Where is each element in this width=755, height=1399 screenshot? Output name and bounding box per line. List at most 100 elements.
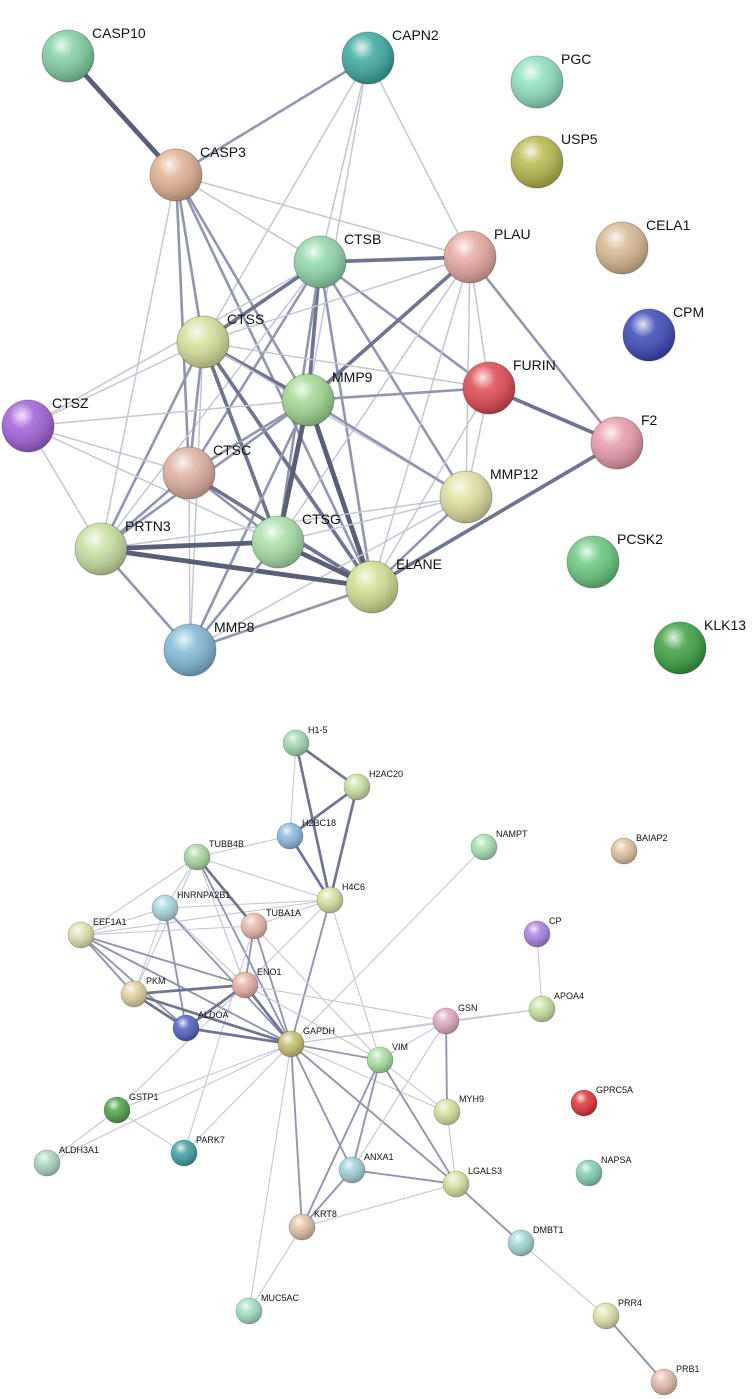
node-gloss xyxy=(163,447,215,499)
node-pgc[interactable]: PGC xyxy=(510,51,591,109)
node-cpm[interactable]: CPM xyxy=(622,304,704,362)
edge-h2bc18-tubb4b xyxy=(196,835,291,858)
node-gprc5a[interactable]: GPRC5A xyxy=(570,1085,633,1117)
node-lgals3[interactable]: LGALS3 xyxy=(442,1166,502,1198)
node-tuba1a[interactable]: TUBA1A xyxy=(240,908,301,940)
edge-ctss-prtn3 xyxy=(99,340,205,551)
node-gsn[interactable]: GSN xyxy=(432,1003,478,1035)
node-capn2[interactable]: CAPN2 xyxy=(341,27,439,85)
node-label: GSTP1 xyxy=(129,1092,159,1102)
node-label: H2AC20 xyxy=(369,769,403,779)
node-anxa1[interactable]: ANXA1 xyxy=(338,1152,394,1184)
edge-h4c6-tuba1a xyxy=(253,899,331,927)
node-label: USP5 xyxy=(561,131,598,147)
node-plau[interactable]: PLAU xyxy=(443,226,531,284)
node-cela1[interactable]: CELA1 xyxy=(595,217,691,275)
node-hnrnpa2b1[interactable]: HNRNPA2B1 xyxy=(151,890,230,922)
node-apoa4[interactable]: APOA4 xyxy=(528,991,584,1023)
node-nampt[interactable]: NAMPT xyxy=(470,829,528,861)
node-label: ENO1 xyxy=(257,967,282,977)
node-myh9[interactable]: MYH9 xyxy=(433,1094,484,1126)
edge-gstp1-aldh3a1 xyxy=(46,1109,118,1164)
edge-ctsb-mmp12 xyxy=(318,260,468,499)
node-prtn3[interactable]: PRTN3 xyxy=(74,518,171,576)
node-gstp1[interactable]: GSTP1 xyxy=(103,1092,159,1124)
node-baiap2[interactable]: BAIAP2 xyxy=(610,833,668,865)
node-casp10[interactable]: CASP10 xyxy=(41,25,146,83)
edge-hnrnpa2b1-gapdh xyxy=(164,907,292,1045)
node-casp3[interactable]: CASP3 xyxy=(149,144,246,202)
edge-h1-5-h2bc18 xyxy=(289,742,297,837)
node-gloss xyxy=(443,1171,469,1197)
node-gloss xyxy=(444,231,496,283)
edge-gapdh-krt8 xyxy=(290,1043,303,1228)
node-gloss xyxy=(42,30,94,82)
node-ctss[interactable]: CTSS xyxy=(176,311,264,369)
node-label: PCSK2 xyxy=(617,531,663,547)
node-muc5ac[interactable]: MUC5AC xyxy=(235,1293,300,1325)
node-aldh3a1[interactable]: ALDH3A1 xyxy=(33,1145,99,1177)
node-klk13[interactable]: KLK13 xyxy=(653,617,746,675)
node-prb1[interactable]: PRB1 xyxy=(650,1364,700,1396)
node-label: MMP8 xyxy=(214,619,255,635)
node-usp5[interactable]: USP5 xyxy=(510,131,598,189)
node-h2ac20[interactable]: H2AC20 xyxy=(343,769,403,801)
edge-gstp1-park7 xyxy=(116,1109,185,1154)
node-mmp9[interactable]: MMP9 xyxy=(281,369,373,427)
node-cp[interactable]: CP xyxy=(523,916,562,948)
edge-dmbt1-prr4 xyxy=(520,1242,607,1317)
node-mmp8[interactable]: MMP8 xyxy=(163,619,255,677)
edge-vim-lgals3 xyxy=(379,1059,457,1185)
node-gloss xyxy=(508,1230,534,1256)
node-label: CTSC xyxy=(213,442,251,458)
node-gloss xyxy=(623,309,675,361)
edge-h4c6-eef1a1 xyxy=(80,899,331,936)
node-tubb4b[interactable]: TUBB4B xyxy=(183,839,244,871)
node-label: H2BC18 xyxy=(302,818,336,828)
node-pkm[interactable]: PKM xyxy=(120,976,166,1008)
node-aldoa[interactable]: ALDOA xyxy=(172,1010,229,1042)
node-gloss xyxy=(252,516,304,568)
node-h2bc18[interactable]: H2BC18 xyxy=(276,818,336,850)
node-label: PRR4 xyxy=(618,1298,642,1308)
node-gapdh[interactable]: GAPDH xyxy=(277,1026,335,1058)
edge-vim-myh9 xyxy=(379,1059,448,1113)
node-napsa[interactable]: NAPSA xyxy=(575,1155,632,1187)
node-gloss xyxy=(591,417,643,469)
node-pcsk2[interactable]: PCSK2 xyxy=(566,531,663,589)
node-label: CTSZ xyxy=(52,395,89,411)
node-ctsz[interactable]: CTSZ xyxy=(1,395,89,453)
node-h4c6[interactable]: H4C6 xyxy=(316,882,365,914)
edge-eno1-pkm xyxy=(132,983,247,996)
edge-capn2-mmp9 xyxy=(307,57,369,401)
edge-hnrnpa2b1-eno1 xyxy=(164,907,246,986)
node-ctsg[interactable]: CTSG xyxy=(251,511,341,569)
node-gloss xyxy=(339,1157,365,1183)
edge-prtn3-elane xyxy=(98,546,375,590)
edge-hnrnpa2b1-aldoa xyxy=(164,907,187,1029)
node-furin[interactable]: FURIN xyxy=(462,357,556,415)
edge-gsn-apoa4 xyxy=(445,1008,543,1022)
node-h1-5[interactable]: H1-5 xyxy=(282,725,328,757)
node-prr4[interactable]: PRR4 xyxy=(592,1298,642,1330)
edge-plau-mmp9 xyxy=(306,255,472,402)
edge-casp3-plau xyxy=(175,174,471,258)
node-ctsc[interactable]: CTSC xyxy=(162,442,251,500)
node-mmp12[interactable]: MMP12 xyxy=(439,466,538,524)
node-label: PRTN3 xyxy=(125,518,171,534)
node-gloss xyxy=(104,1097,130,1123)
node-krt8[interactable]: KRT8 xyxy=(288,1209,337,1241)
node-eef1a1[interactable]: EEF1A1 xyxy=(67,917,127,949)
node-ctsb[interactable]: CTSB xyxy=(293,231,381,289)
node-f2[interactable]: F2 xyxy=(590,412,658,470)
edge-h4c6-hnrnpa2b1 xyxy=(164,899,331,909)
node-vim[interactable]: VIM xyxy=(366,1042,408,1074)
edge-h2ac20-h2bc18 xyxy=(288,785,359,838)
node-park7[interactable]: PARK7 xyxy=(170,1135,225,1167)
node-dmbt1[interactable]: DMBT1 xyxy=(507,1225,564,1257)
node-elane[interactable]: ELANE xyxy=(345,556,442,614)
node-eno1[interactable]: ENO1 xyxy=(231,967,282,999)
node-label: KLK13 xyxy=(704,617,746,633)
